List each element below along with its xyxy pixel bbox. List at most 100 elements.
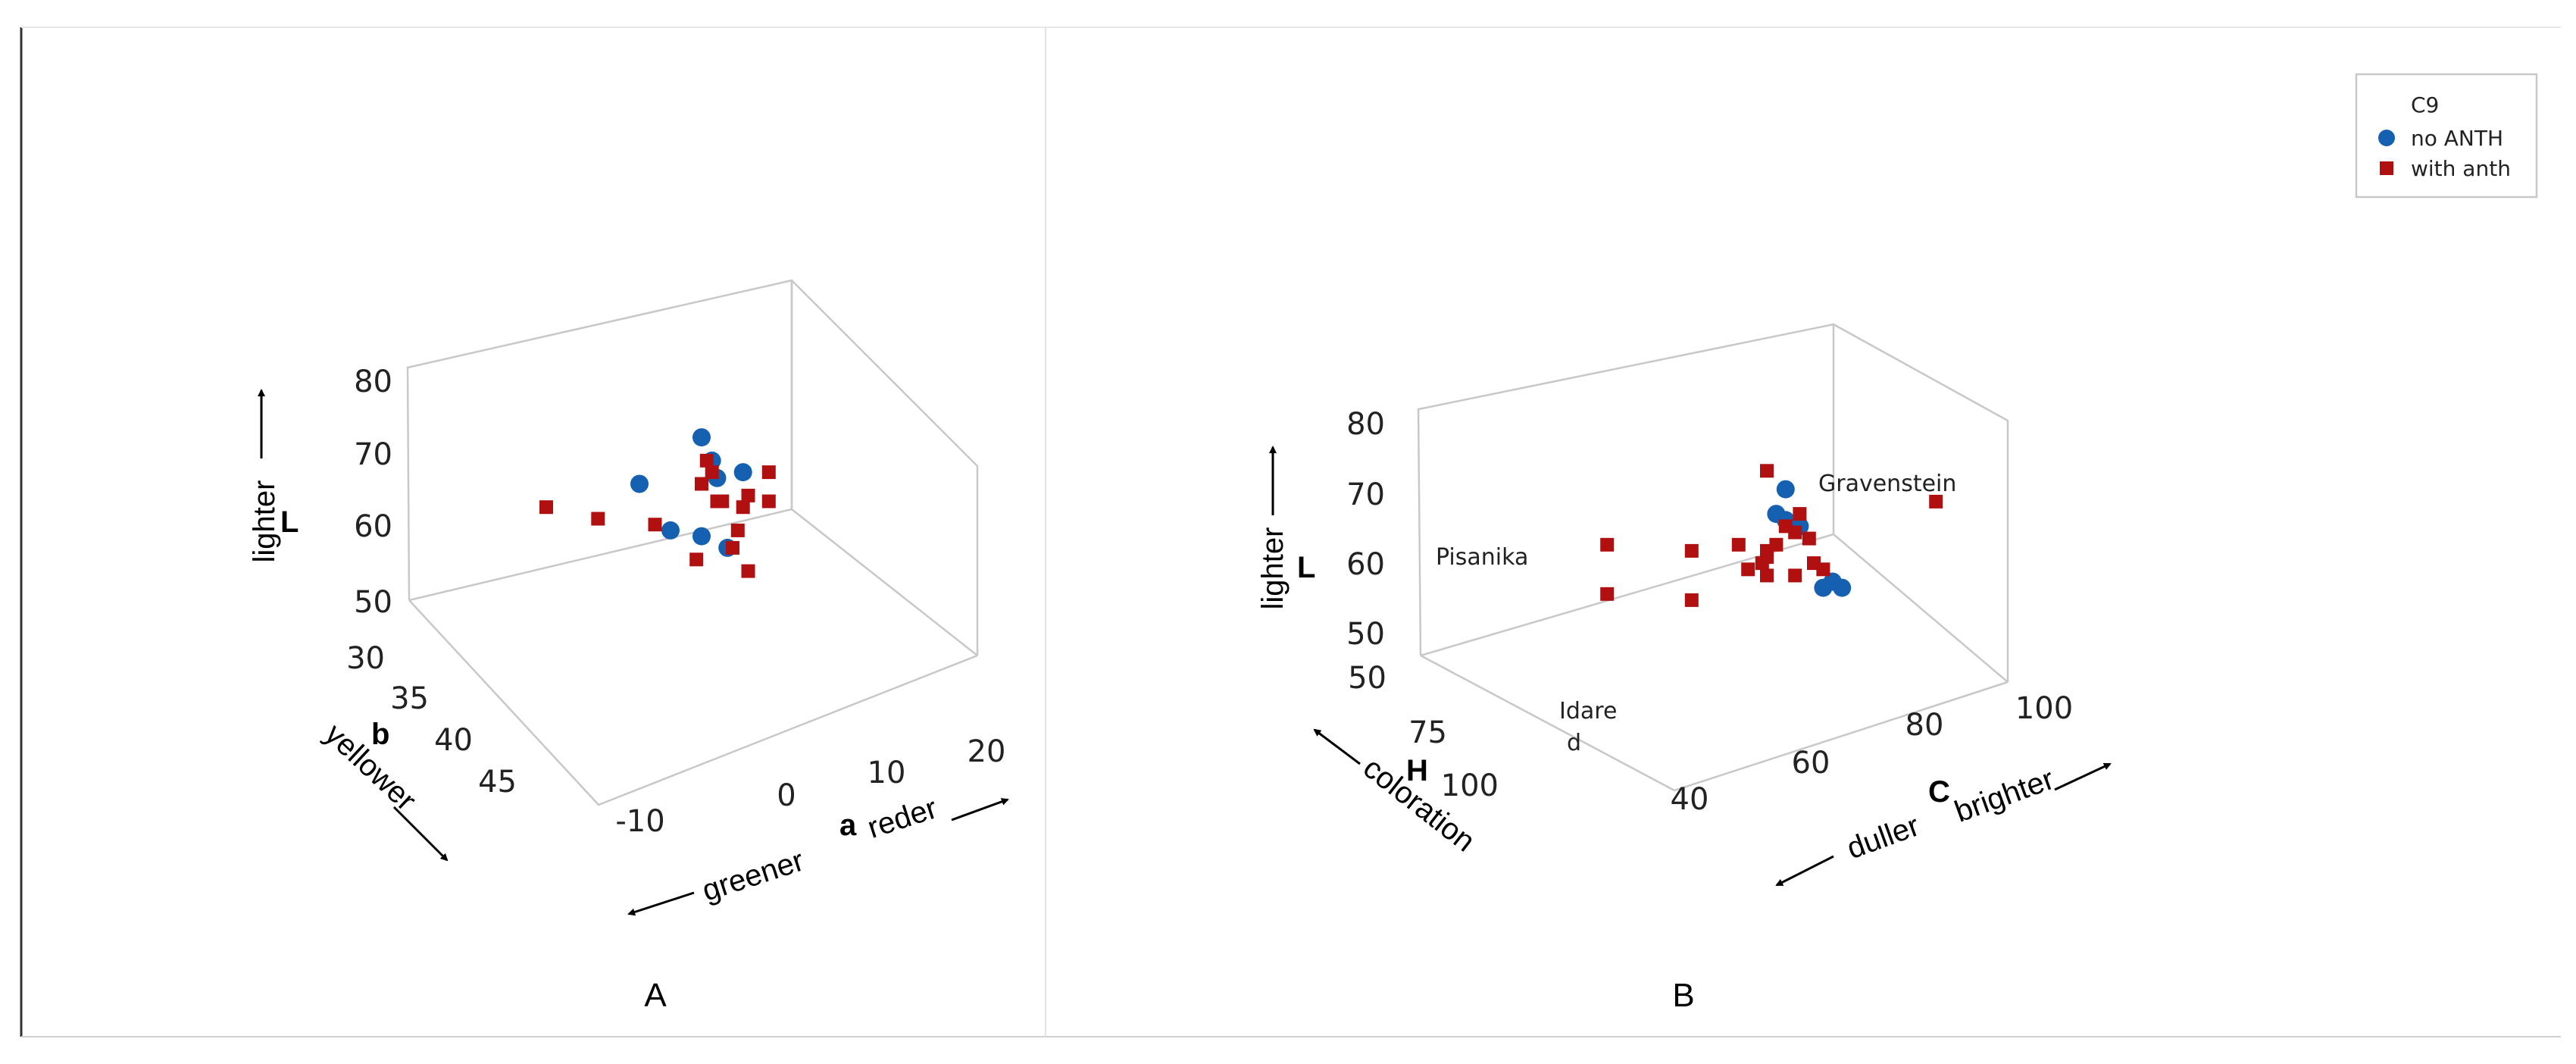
marker-no-anth xyxy=(1814,578,1833,597)
marker-gravenstein xyxy=(1929,494,1943,509)
legend-title: C9 xyxy=(2411,92,2439,117)
panel-b-c-tick: 80 xyxy=(1905,708,1944,743)
panel-b-h-tick: 75 xyxy=(1408,715,1447,750)
panel-a-b-arrow xyxy=(392,806,449,862)
panel-a-label: A xyxy=(644,977,667,1014)
marker-with-anth xyxy=(591,512,605,526)
panel-b-h-tick: 50 xyxy=(1348,661,1386,696)
marker-idare xyxy=(1600,587,1615,601)
marker-no-anth xyxy=(692,428,711,447)
panel-b-h-axis: 50 75 100 H coloration xyxy=(1313,661,1499,858)
marker-no-anth xyxy=(733,463,752,482)
panel-b-c-right-arrow xyxy=(2054,762,2112,791)
panel-a-b-direction-label: yellower xyxy=(318,717,422,817)
panel-a-floor-front xyxy=(408,599,978,806)
marker-with-anth xyxy=(1731,537,1746,552)
panel-b-l-tick: 70 xyxy=(1346,477,1385,512)
marker-with-anth xyxy=(741,488,755,502)
panel-a-a-tick: 20 xyxy=(968,734,1006,769)
legend-label-no-anth: no ANTH xyxy=(2411,126,2503,151)
panel-b-h-letter: H xyxy=(1406,754,1428,787)
panel-b-c-left-label: duller xyxy=(1843,809,1924,865)
marker-with-anth xyxy=(1802,531,1816,546)
marker-no-anth xyxy=(1776,480,1795,499)
panel-a-a-tick: 0 xyxy=(777,778,796,813)
panel-a-a-left-label: greener xyxy=(699,843,808,907)
marker-with-anth xyxy=(1684,593,1699,607)
marker-with-anth xyxy=(1788,568,1802,583)
panel-a-l-letter: L xyxy=(280,505,299,539)
panel-b-l-tick: 80 xyxy=(1346,407,1385,442)
panel-a-b-tick: 30 xyxy=(346,641,385,676)
marker-no-anth xyxy=(630,474,649,493)
panel-a-a-tick: 10 xyxy=(868,756,906,790)
panel-a-a-right-label: reder xyxy=(864,791,941,845)
panel-b-floor-front xyxy=(1420,654,2009,792)
panel-a-a-letter: a xyxy=(839,809,857,842)
panel-a-l-axis: 80 70 60 50 L lighter xyxy=(248,365,392,620)
marker-with-anth xyxy=(1788,525,1802,540)
legend-marker-with-anth xyxy=(2380,161,2393,175)
panel-b-l-axis: 80 70 60 50 L lighter xyxy=(1256,407,1385,652)
marker-with-anth xyxy=(1760,568,1774,583)
legend: C9 no ANTH with anth xyxy=(2355,73,2538,199)
annotation-gravenstein: Gravenstein xyxy=(1818,471,1956,497)
marker-with-anth xyxy=(736,500,750,515)
panel-a-a-right-arrow xyxy=(951,798,1009,821)
panel-b-h-arrow xyxy=(1313,728,1361,765)
panel-b: 80 70 60 50 L lighter 50 75 100 H colora… xyxy=(1256,323,2112,1014)
panel-b-h-tick: 100 xyxy=(1441,768,1499,803)
marker-with-anth xyxy=(1741,562,1755,577)
marker-no-anth xyxy=(692,527,711,546)
panel-a-b-letter: b xyxy=(371,718,389,751)
panel-b-top-edge xyxy=(1833,323,2009,682)
panel-b-l-tick: 50 xyxy=(1346,617,1385,652)
panel-b-markers xyxy=(1600,464,1943,607)
marker-with-anth xyxy=(1684,543,1699,558)
panel-a-l-tick: 80 xyxy=(354,365,392,399)
marker-pisanika xyxy=(1600,537,1615,552)
marker-with-anth xyxy=(710,494,724,509)
panel-b-c-tick: 40 xyxy=(1671,782,1709,817)
marker-with-anth xyxy=(1769,537,1784,552)
panel-a-b-tick: 40 xyxy=(434,723,473,758)
marker-with-anth xyxy=(1760,464,1774,478)
panel-a-b-tick: 35 xyxy=(390,681,429,716)
annotation-idare: Idare xyxy=(1559,698,1617,724)
panel-a-l-tick: 50 xyxy=(354,585,392,620)
panel-b-c-tick: 100 xyxy=(2015,691,2073,726)
legend-label-with-anth: with anth xyxy=(2411,156,2511,181)
panel-a-top-edge xyxy=(791,280,979,656)
panel-a-box xyxy=(406,279,979,806)
panel-b-l-direction-label: lighter xyxy=(1256,527,1290,610)
marker-with-anth xyxy=(1816,562,1830,577)
marker-with-anth xyxy=(539,500,553,515)
legend-marker-no-anth xyxy=(2378,130,2395,146)
marker-with-anth xyxy=(761,465,776,480)
marker-with-anth xyxy=(648,518,662,532)
panel-a-l-tick: 60 xyxy=(354,509,392,544)
marker-no-anth xyxy=(661,521,680,540)
marker-with-anth xyxy=(761,494,776,509)
panel-a-markers xyxy=(539,428,776,578)
panel-a-l-direction-label: lighter xyxy=(248,480,281,563)
panel-a-a-tick: -10 xyxy=(615,804,664,839)
marker-with-anth xyxy=(730,523,745,537)
panel-b-c-letter: C xyxy=(1928,775,1950,809)
panel-a-b-axis: 30 35 40 45 b yellower xyxy=(318,641,517,862)
panel-a-l-tick: 70 xyxy=(354,437,392,472)
annotation-idare-fragment: d xyxy=(1567,730,1581,756)
panel-b-c-tick: 60 xyxy=(1792,746,1830,781)
panel-a-back-frame xyxy=(406,279,978,656)
marker-with-anth xyxy=(1793,507,1807,521)
panel-a-b-tick: 45 xyxy=(478,765,517,800)
marker-with-anth xyxy=(726,540,739,555)
marker-with-anth xyxy=(741,564,755,578)
marker-no-anth xyxy=(1833,578,1852,597)
panel-a-a-left-arrow xyxy=(627,891,695,916)
panel-a-back-floor-edge xyxy=(408,508,792,602)
panel-b-l-letter: L xyxy=(1297,551,1315,584)
marker-with-anth xyxy=(1755,556,1769,571)
panel-a: 80 70 60 50 L lighter 30 35 40 45 b yell… xyxy=(248,279,1009,1014)
